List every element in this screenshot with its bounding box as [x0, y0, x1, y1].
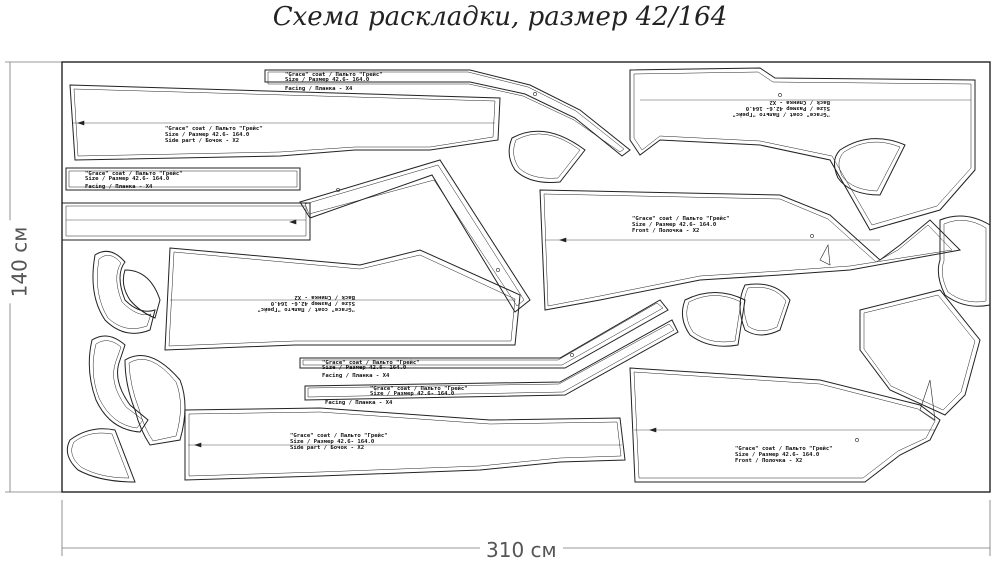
svg-text:Size / Размер 42.6- 164.0: Size / Размер 42.6- 164.0 [322, 365, 407, 371]
height-dimension-label: 140 см [7, 220, 32, 304]
label-side-part-bottom: "Grace" coat / Пальто "Грейс" Size / Раз… [290, 433, 388, 451]
curved-piece-left-2 [122, 269, 161, 319]
svg-text:Size / Размер 42.6- 164.0: Size / Размер 42.6- 164.0 [632, 222, 717, 228]
svg-text:"Grace" coat / Пальто "Грейс": "Grace" coat / Пальто "Грейс" [285, 72, 383, 78]
svg-text:Facing / Планка - X4: Facing / Планка - X4 [325, 400, 393, 406]
front-piece-middle [539, 189, 962, 311]
svg-text:Facing / Планка - X4: Facing / Планка - X4 [285, 86, 353, 92]
svg-text:Size / Размер 42.6- 164.0: Size / Размер 42.6- 164.0 [165, 132, 250, 138]
svg-text:Side part / Бочок - X2: Side part / Бочок - X2 [165, 138, 239, 144]
label-side-part-top: "Grace" coat / Пальто "Грейс" Size / Раз… [165, 126, 263, 144]
svg-text:Size / Размер 42.6- 164.0: Size / Размер 42.6- 164.0 [735, 452, 820, 458]
svg-text:Size / Размер 42.6- 164.0: Size / Размер 42.6- 164.0 [85, 176, 170, 182]
grain-line-arrows [77, 120, 657, 448]
svg-text:"Grace" coat / Пальто "Грейс": "Grace" coat / Пальто "Грейс" [85, 171, 183, 177]
pocket-piece-mid-2 [739, 283, 791, 336]
svg-text:Size / Размер 42.6- 164.0: Size / Размер 42.6- 164.0 [745, 105, 830, 111]
facing-strip-2 [65, 167, 301, 191]
svg-text:Back / Спинка - X2: Back / Спинка - X2 [769, 99, 830, 105]
svg-text:"Grace" coat / Пальто "Грейс": "Grace" coat / Пальто "Грейс" [257, 306, 355, 312]
label-front-top-upside: "Grace" coat / Пальто "Грейс" Size / Раз… [732, 99, 830, 117]
pocket-piece-right-1 [834, 138, 906, 196]
side-part-top [69, 84, 501, 161]
facing-strip-5 [304, 319, 679, 401]
label-facing-strip-4: "Grace" coat / Пальто "Грейс" Size / Раз… [322, 360, 420, 379]
label-facing-strip-top: "Grace" coat / Пальто "Грейс" Size / Раз… [285, 72, 383, 92]
svg-text:"Grace" coat / Пальто "Грейс": "Grace" coat / Пальто "Грейс" [290, 433, 388, 439]
svg-text:Size / Размер 42.6- 164.0: Size / Размер 42.6- 164.0 [290, 439, 375, 445]
label-back-upside: "Grace" coat / Пальто "Грейс" Size / Раз… [257, 294, 355, 312]
front-piece-bottom [629, 367, 941, 483]
side-part-bottom [184, 407, 626, 481]
svg-text:Facing / Планка - X4: Facing / Планка - X4 [85, 184, 153, 190]
pocket-piece-right-2 [937, 215, 991, 307]
facing-strip-top [264, 69, 631, 157]
front-piece-diagonal [859, 289, 981, 416]
svg-text:Size / Размер 42.6- 164.0: Size / Размер 42.6- 164.0 [270, 300, 355, 306]
svg-text:Size / Размер 42.6- 164.0: Size / Размер 42.6- 164.0 [370, 391, 455, 397]
layout-title: Схема раскладки, размер 42/164 [272, 2, 728, 32]
pocket-piece-left [66, 428, 136, 483]
drill-holes [336, 92, 859, 442]
label-facing-strip-2: "Grace" coat / Пальто "Грейс" Size / Раз… [85, 171, 183, 190]
facing-strip-4 [299, 299, 669, 369]
pocket-piece-mid-1 [681, 292, 746, 347]
front-piece-top [629, 67, 976, 231]
back-piece [164, 247, 521, 351]
facing-strip-diagonal [299, 159, 531, 313]
label-front-bottom: "Grace" coat / Пальто "Грейс" Size / Раз… [735, 446, 833, 464]
svg-text:"Grace" coat / Пальто "Грейс": "Grace" coat / Пальто "Грейс" [165, 126, 263, 132]
width-dimension-label: 310 см [480, 538, 563, 562]
svg-text:"Grace" coat / Пальто "Грейс": "Grace" coat / Пальто "Грейс" [370, 386, 468, 392]
svg-text:"Grace" coat / Пальто "Грейс": "Grace" coat / Пальто "Грейс" [322, 360, 420, 366]
svg-text:Side part / Бочок - X2: Side part / Бочок - X2 [290, 445, 364, 451]
facing-strip-3 [61, 202, 311, 241]
svg-text:Front / Полочка - X2: Front / Полочка - X2 [632, 228, 699, 234]
svg-text:Back / Спинка - X2: Back / Спинка - X2 [294, 294, 355, 300]
curved-piece-left-1 [92, 250, 156, 334]
svg-text:Size / Размер 42.6- 164.0: Size / Размер 42.6- 164.0 [285, 77, 370, 83]
curved-piece-left-4 [124, 355, 186, 446]
label-facing-strip-5: "Grace" coat / Пальто "Грейс" Size / Раз… [325, 386, 468, 406]
svg-text:"Grace" coat / Пальто "Грейс": "Grace" coat / Пальто "Грейс" [732, 111, 830, 117]
svg-text:"Grace" coat / Пальто "Грейс": "Grace" coat / Пальто "Грейс" [632, 216, 730, 222]
label-front-middle: "Grace" coat / Пальто "Грейс" Size / Раз… [632, 216, 730, 234]
pocket-piece-1 [508, 130, 586, 183]
curved-piece-left-3 [88, 335, 149, 433]
svg-text:Front / Полочка - X2: Front / Полочка - X2 [735, 458, 802, 464]
pattern-pieces [61, 67, 991, 483]
svg-text:"Grace" coat / Пальто "Грейс": "Grace" coat / Пальто "Грейс" [735, 446, 833, 452]
svg-text:Facing / Планка - X4: Facing / Планка - X4 [322, 373, 390, 379]
